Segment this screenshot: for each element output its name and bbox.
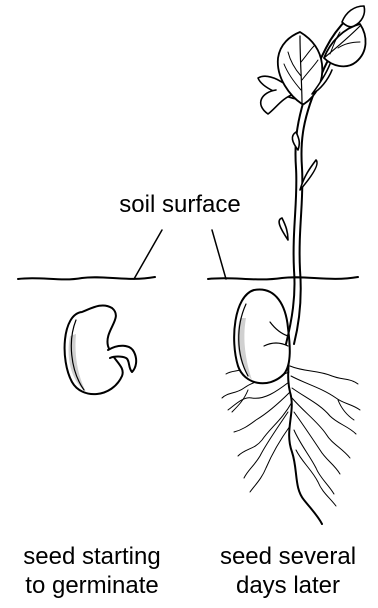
germinating-seed [65, 305, 137, 394]
caption-right-line2: days later [198, 571, 378, 600]
seedling [222, 6, 366, 524]
leaf-right-upper [324, 24, 366, 66]
caption-seed-later: seed several days later [198, 542, 378, 600]
caption-left-line2: to germinate [2, 571, 182, 600]
leader-line-left [134, 230, 162, 279]
caption-left-line1: seed starting [2, 542, 182, 571]
caption-seed-starting: seed starting to germinate [2, 542, 182, 600]
soil-surface-label: soil surface [100, 190, 260, 219]
caption-right-line1: seed several [198, 542, 378, 571]
soil-line-right [208, 277, 358, 279]
leader-line-right [212, 230, 226, 279]
